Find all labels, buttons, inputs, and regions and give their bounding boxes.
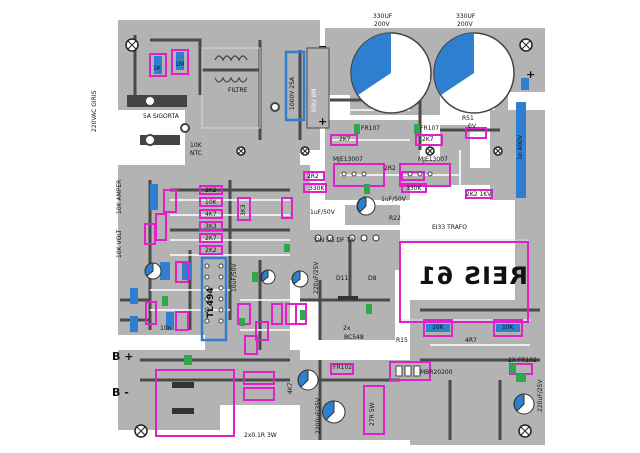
r-3k3-label: 3K3 bbox=[205, 223, 217, 230]
cap-left-value: 330UF bbox=[373, 13, 393, 20]
r22-label: R22 bbox=[389, 215, 401, 222]
cap-left-voltage: 200V bbox=[374, 21, 390, 28]
cap-2x-label: 2x bbox=[343, 325, 351, 332]
r-2r2-a: 2R2 bbox=[307, 173, 319, 180]
fr107-b: FR107 bbox=[420, 125, 440, 132]
r-2k2-1kv: 2K2 1KV bbox=[466, 191, 492, 198]
r-4k7-label: 4K7 bbox=[205, 211, 217, 218]
c-1n-400v: 1n 400V bbox=[517, 134, 524, 160]
r-2r2-b: 2R2 bbox=[384, 165, 396, 172]
bc548-label: BC548 bbox=[344, 334, 364, 341]
r-3k3-b-label: 3K3 bbox=[240, 204, 247, 216]
mains-label: 220VAC GIRIS bbox=[91, 90, 98, 132]
q2-label: MJE13007 bbox=[418, 156, 448, 163]
r-2k7-a: 2K7 bbox=[339, 136, 351, 143]
c-10n-label: 10n bbox=[160, 325, 172, 332]
ntc-label: NTC bbox=[190, 150, 202, 157]
d11-label: D11 bbox=[336, 275, 349, 282]
volt-label: 10K VOLT bbox=[116, 229, 123, 258]
out-plus-label: B + bbox=[112, 350, 134, 363]
c-4k7-label: 4K7 bbox=[287, 382, 294, 394]
r-2k7-c-label: 2K7 bbox=[205, 235, 217, 242]
bulk-capacitor-left bbox=[350, 32, 432, 114]
r51-label: R51 bbox=[462, 115, 474, 122]
r-330k-b: 330K bbox=[406, 185, 422, 192]
bridge-label: KBU 8M bbox=[311, 88, 318, 112]
fuse-label: 5A SIGORTA bbox=[143, 113, 179, 120]
r-330k-a: 330K bbox=[309, 185, 325, 192]
r-200k: 200K bbox=[425, 66, 432, 82]
c-220uf-b-label: 220uF/25V bbox=[537, 379, 544, 412]
r-10k-a-label: 10K bbox=[432, 324, 444, 331]
cap-right-voltage: 200V bbox=[457, 21, 473, 28]
r-1k-label: 1K bbox=[153, 65, 161, 72]
board-title: REIS 61 bbox=[418, 262, 528, 290]
d8-label: D8 bbox=[368, 275, 377, 282]
r15-label: R15 bbox=[396, 337, 408, 344]
r-2k2-b-label: 2K2 bbox=[205, 247, 217, 254]
mbr-label: MBR20200 bbox=[420, 369, 453, 376]
trafo-pins: DN SG DF TR bbox=[315, 237, 355, 244]
c-1uf-b: 1uF/50V bbox=[381, 196, 406, 203]
out-minus-label: B - bbox=[112, 386, 129, 399]
plus-symbol-right: + bbox=[526, 68, 536, 81]
ntc-value: 10K bbox=[190, 142, 202, 149]
r-shunt-label: 2x0.1R 3W bbox=[244, 432, 277, 439]
c-10uf-label: 10uF/50V bbox=[231, 263, 238, 292]
r-4r7-label: 4R7 bbox=[465, 337, 477, 344]
r-10k-b-label: 10K bbox=[502, 324, 514, 331]
trafo-label: EI33 TRAFO bbox=[432, 224, 467, 231]
r-10k-label: 10K bbox=[205, 199, 217, 206]
fr107-a: FR107 bbox=[361, 125, 381, 132]
c-220uf-label: 220uF/25V bbox=[313, 261, 320, 294]
amper-label: 10K AMPER bbox=[116, 179, 123, 214]
c-2200uf-label: 2200uF/35V bbox=[315, 397, 322, 434]
rectifier-label: 1000V 25A bbox=[289, 76, 296, 110]
r-2k2-label: 2K2 bbox=[205, 187, 217, 194]
fr102-2x-label: 2X FR102 bbox=[508, 357, 537, 364]
r-27r-label: 27R 5W bbox=[369, 402, 376, 426]
plus-symbol: + bbox=[318, 115, 328, 128]
r-2k7-b: 2K7 bbox=[422, 136, 434, 143]
ic-label: TL494 bbox=[206, 287, 216, 318]
cap-right-value: 330UF bbox=[456, 13, 476, 20]
r51-value: 0V bbox=[468, 123, 476, 130]
q1-label: MJE13007 bbox=[333, 156, 363, 163]
c-1uf: 1uF/50V bbox=[310, 209, 335, 216]
fr102-label: FR102 bbox=[333, 364, 353, 371]
filter-label: FILTRE bbox=[228, 87, 248, 94]
r-1m-label: 1M bbox=[175, 61, 184, 68]
bulk-capacitor-right bbox=[433, 32, 515, 114]
minus-symbol: − bbox=[318, 40, 328, 53]
